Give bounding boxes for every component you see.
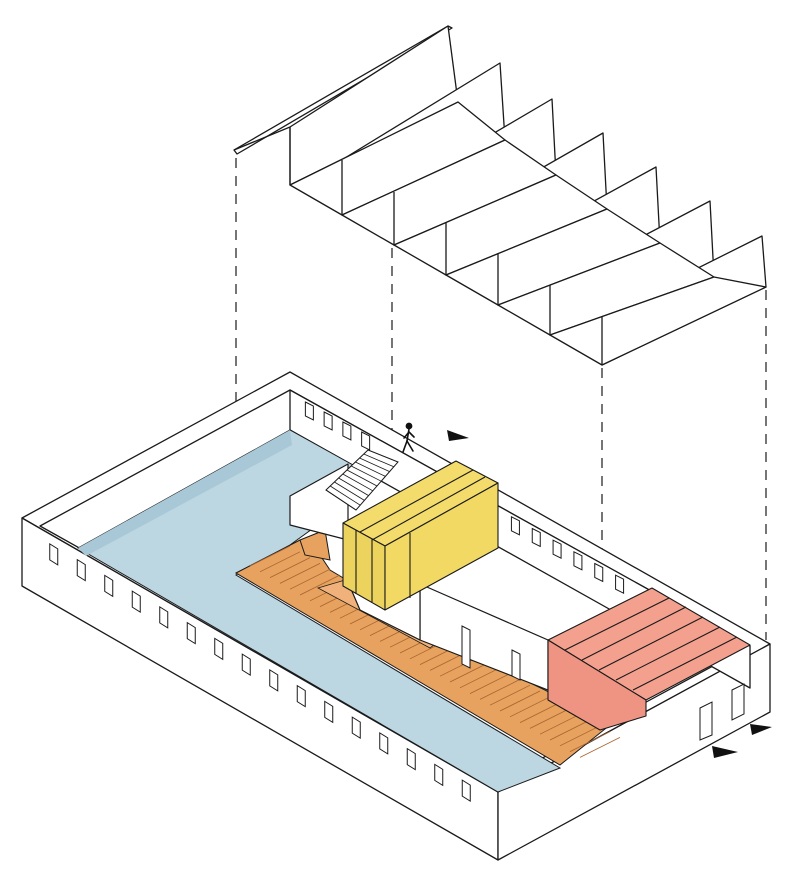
window	[434, 763, 444, 787]
sawtooth-roof	[233, 25, 767, 366]
window	[159, 605, 169, 629]
window	[615, 574, 625, 594]
entry-arrow-right-1	[712, 746, 738, 758]
roof-slope-6	[549, 276, 767, 366]
window	[49, 542, 59, 566]
window	[323, 411, 333, 431]
window	[186, 621, 196, 645]
window	[324, 700, 334, 724]
door	[699, 701, 713, 741]
windows	[49, 401, 745, 803]
window	[214, 637, 224, 661]
entry-arrow-right-2	[750, 724, 772, 735]
pool-back-strip	[78, 430, 292, 556]
window	[573, 551, 583, 571]
opening	[511, 649, 521, 681]
front-right-wall	[497, 643, 771, 861]
window	[531, 527, 541, 548]
window	[76, 558, 86, 582]
window	[406, 747, 416, 771]
door	[731, 683, 745, 721]
window	[131, 590, 141, 614]
entry-arrow-top	[447, 430, 469, 441]
window	[379, 731, 389, 755]
window	[510, 516, 520, 536]
opening	[461, 625, 471, 669]
window	[304, 401, 314, 421]
window	[296, 684, 306, 708]
window	[552, 539, 562, 559]
person-icon	[402, 422, 415, 453]
window	[461, 779, 471, 803]
red-volume	[547, 587, 751, 731]
window	[361, 431, 371, 451]
yellow-volume	[342, 460, 499, 611]
window	[104, 574, 114, 598]
window	[351, 716, 361, 740]
window	[241, 653, 251, 677]
window	[342, 421, 352, 441]
window	[594, 562, 604, 583]
window	[269, 668, 279, 692]
